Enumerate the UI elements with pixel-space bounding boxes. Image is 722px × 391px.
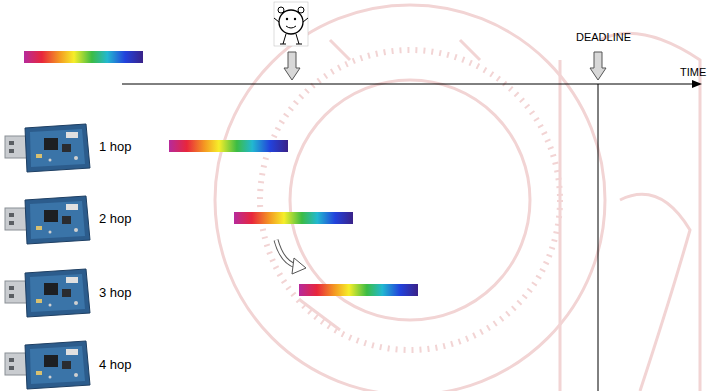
deadline-line [598,84,599,391]
alarm-clock-icon [274,2,308,46]
hop-label: 3 hop [99,285,132,300]
down-arrow [590,52,606,80]
hop-label: 2 hop [99,211,132,226]
message-bar [24,51,143,63]
axis-arrowhead [692,80,702,88]
message-bar [299,284,418,296]
hop-label: 4 hop [99,357,132,372]
relay-arrow [276,240,306,274]
message-bar [234,212,353,224]
radio-node [5,124,90,172]
watermark-seal [215,5,700,391]
time-axis [122,84,696,85]
axis-label: TIME [680,66,706,78]
radio-node [5,269,90,317]
radio-node [5,196,90,244]
deadline-label: DEADLINE [576,31,631,43]
radio-node [5,341,90,389]
down-arrow [284,52,300,80]
message-bar [169,140,288,152]
hop-label: 1 hop [99,139,132,154]
